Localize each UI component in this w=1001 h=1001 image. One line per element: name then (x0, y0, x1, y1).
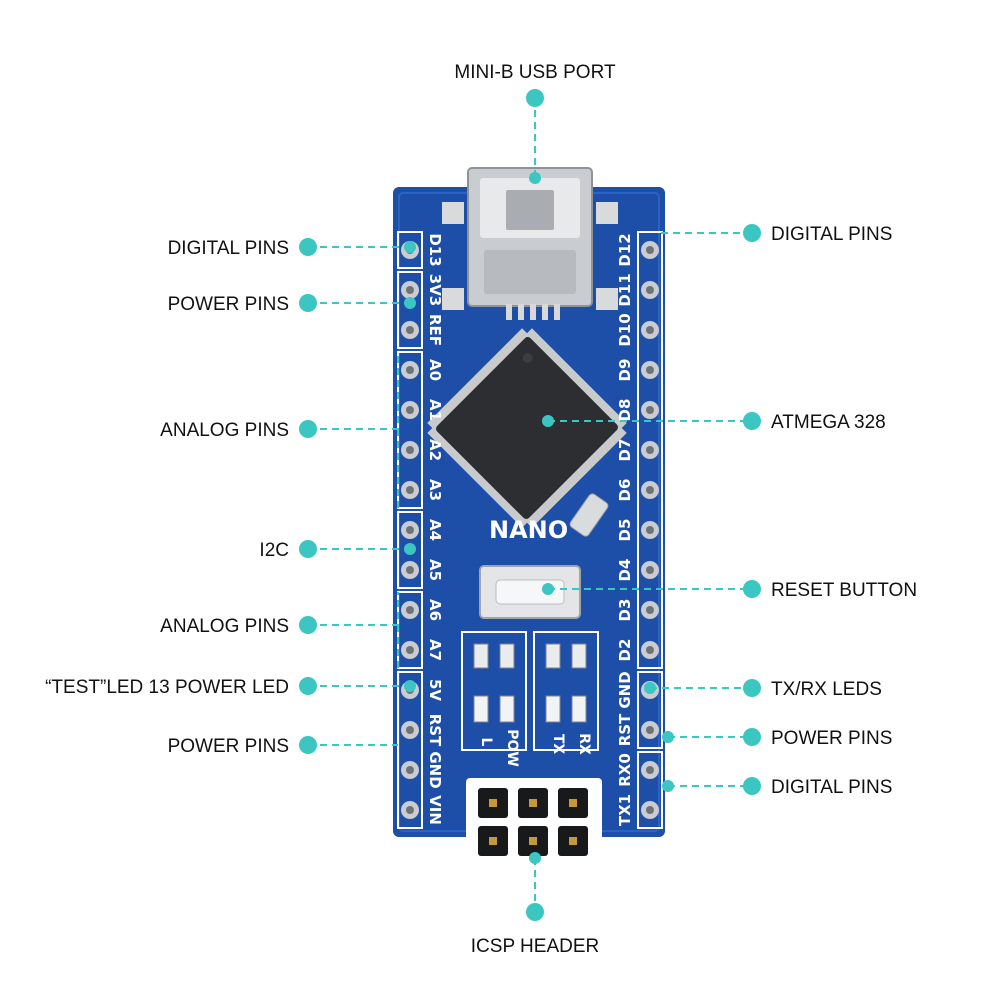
pin-hole (406, 486, 414, 494)
callout-right-digital-bottom: DIGITAL PINS (771, 777, 892, 798)
callout-usb: MINI-B USB PORT (454, 62, 616, 83)
pin-hole (406, 406, 414, 414)
right-pin-label: D11 (616, 273, 634, 306)
led-label-tx: TX (550, 734, 566, 755)
pin-hole (646, 526, 654, 534)
left-pin-label: A1 (426, 399, 444, 421)
right-pin-label: D8 (616, 399, 634, 422)
right-pin-label: D4 (616, 559, 634, 582)
callout-dots (299, 89, 761, 921)
pin-hole (646, 486, 654, 494)
callout-left-power-bottom: POWER PINS (168, 736, 289, 757)
left-pin-label: VIN (426, 795, 444, 825)
callout-labels: MINI-B USB PORT DIGITAL PINS POWER PINS … (45, 62, 917, 957)
callout-left-digital: DIGITAL PINS (168, 238, 289, 259)
icsp-header (466, 778, 602, 864)
callout-test-led: “TEST”LED 13 POWER LED (45, 677, 289, 698)
callout-right-digital-top: DIGITAL PINS (771, 224, 892, 245)
pin-hole (406, 526, 414, 534)
atmega-chip (427, 328, 627, 528)
right-pin-labels: D12 D11 D10 D9 D8 D7 D6 D5 D4 D3 D2 GND … (616, 233, 634, 826)
led-label-l: L (478, 738, 494, 747)
right-pin-label: TX1 (616, 794, 634, 826)
left-pin-label: RST (426, 714, 444, 747)
pin-hole (646, 606, 654, 614)
left-pin-label: D13 (426, 233, 444, 266)
callout-left-analog-bottom: ANALOG PINS (160, 616, 289, 637)
right-pin-label: D6 (616, 479, 634, 502)
pin-hole (406, 806, 414, 814)
left-pin-label: 3V3 (426, 274, 444, 306)
left-pin-label: REF (426, 314, 444, 346)
pin-hole (646, 286, 654, 294)
pin-hole (406, 646, 414, 654)
pin-hole (406, 726, 414, 734)
callout-left-power-top: POWER PINS (168, 294, 289, 315)
reset-button[interactable] (479, 565, 581, 619)
right-pin-label: D9 (616, 359, 634, 382)
pin-hole (646, 366, 654, 374)
right-pin-label: D5 (616, 519, 634, 542)
pin-hole (646, 726, 654, 734)
pin-hole (406, 606, 414, 614)
left-pin-label: 5V (426, 679, 444, 701)
right-pin-label: D10 (616, 313, 634, 346)
left-pin-label: A6 (426, 599, 444, 621)
callout-txrx: TX/RX LEDS (771, 679, 882, 700)
leader-lines (308, 98, 752, 912)
pin-hole (646, 446, 654, 454)
callout-i2c: I2C (259, 540, 289, 561)
pin-hole (646, 806, 654, 814)
left-pin-label: A0 (426, 359, 444, 381)
pin-hole (406, 766, 414, 774)
pin-hole (406, 366, 414, 374)
pin-hole (646, 246, 654, 254)
left-pin-label: GND (426, 751, 444, 788)
pin-hole (646, 406, 654, 414)
pin-hole (646, 646, 654, 654)
led-label-rx: RX (576, 733, 592, 755)
right-pin-label: D12 (616, 233, 634, 266)
right-pin-label: D3 (616, 599, 634, 622)
left-pin-label: A2 (426, 439, 444, 461)
pin-hole (406, 566, 414, 574)
right-pin-holes (641, 241, 659, 819)
led-blocks (461, 631, 599, 751)
left-pin-label: A7 (426, 639, 444, 661)
left-pin-label: A3 (426, 479, 444, 501)
pin-hole (646, 766, 654, 774)
left-pin-holes (401, 241, 419, 819)
pin-hole (406, 286, 414, 294)
callout-atmega: ATMEGA 328 (771, 412, 886, 433)
pin-hole (406, 446, 414, 454)
usb-port (442, 167, 618, 320)
left-pin-labels: D13 3V3 REF A0 A1 A2 A3 A4 A5 A6 A7 5V R… (426, 233, 444, 825)
right-pin-label: D2 (616, 639, 634, 662)
pin-hole (406, 326, 414, 334)
pin-hole (646, 566, 654, 574)
callout-left-analog-top: ANALOG PINS (160, 420, 289, 441)
right-pin-label: RST (616, 713, 634, 746)
right-pin-label: RX0 (616, 753, 634, 787)
callout-icsp: ICSP HEADER (471, 936, 599, 957)
board-name: NANO (489, 516, 568, 544)
pin-hole (646, 326, 654, 334)
left-pin-label: A4 (426, 519, 444, 541)
callout-reset: RESET BUTTON (771, 580, 917, 601)
crystal (569, 493, 609, 537)
right-pin-label: D7 (616, 439, 634, 462)
nano-board: D13 3V3 REF A0 A1 A2 A3 A4 A5 A6 A7 5V R… (393, 167, 665, 864)
right-pin-label: GND (616, 671, 634, 708)
callout-right-power: POWER PINS (771, 728, 892, 749)
left-pin-label: A5 (426, 559, 444, 581)
led-label-pow: POW (504, 729, 520, 767)
